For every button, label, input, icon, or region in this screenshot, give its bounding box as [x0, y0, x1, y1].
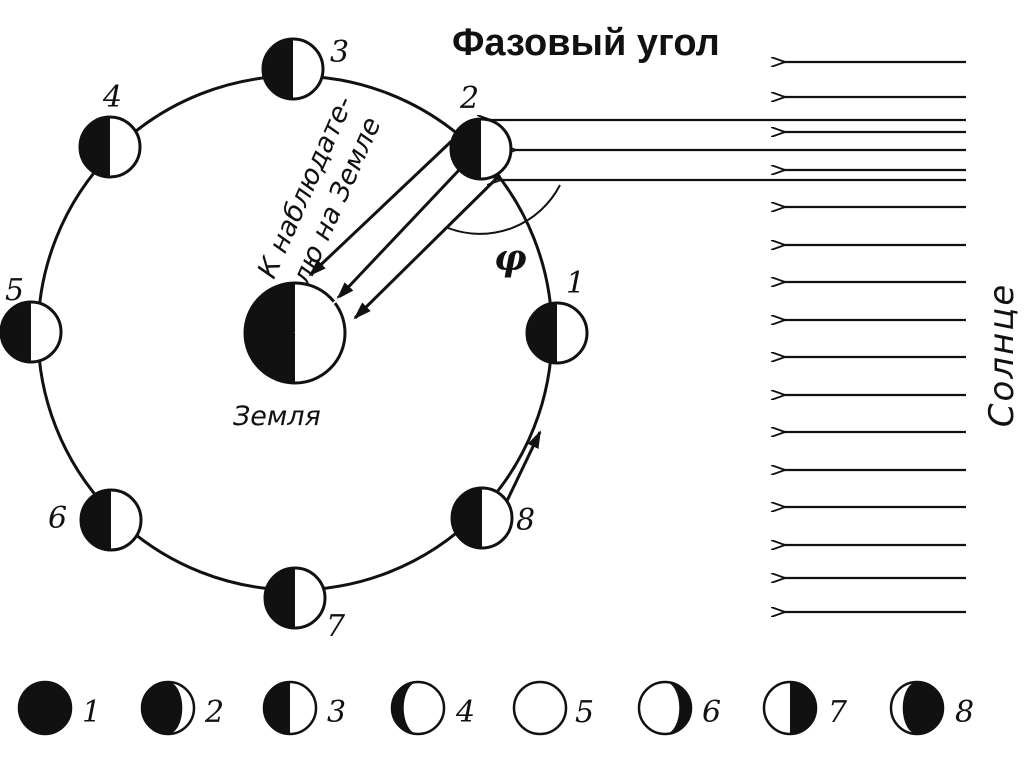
orbit-moon-8 — [450, 486, 514, 550]
phase-disc-8 — [889, 680, 945, 736]
phase-disc-5 — [512, 680, 568, 736]
phase-row — [17, 680, 945, 736]
orbit-moon-2 — [449, 117, 513, 181]
phase-disc-3 — [262, 680, 318, 736]
orbit-label-8: 8 — [516, 503, 535, 538]
orbit-label-7: 7 — [326, 609, 346, 644]
rays-to-moon-2 — [490, 120, 966, 180]
orbit-moon-4 — [78, 115, 142, 179]
sun-rays — [784, 62, 966, 612]
phase-disc-2 — [140, 680, 196, 736]
phase-disc-1 — [17, 680, 73, 736]
phase-label-6: 6 — [702, 695, 721, 730]
orbit-label-2: 2 — [459, 81, 479, 116]
phase-label-1: 1 — [82, 695, 101, 730]
orbit-labels: 1 2 3 4 5 6 7 8 — [5, 35, 585, 644]
orbit-label-5: 5 — [5, 273, 24, 308]
phase-label-3: 3 — [327, 695, 346, 730]
orbit-label-3: 3 — [330, 35, 349, 70]
title: Фазовый угол — [452, 22, 720, 64]
phase-disc-6 — [637, 680, 693, 736]
orbit-moon-5 — [0, 300, 63, 364]
earth — [243, 281, 347, 385]
phase-disc-7 — [762, 680, 818, 736]
orbit-direction-arrow — [503, 430, 542, 506]
phase-label-4: 4 — [455, 695, 475, 730]
phase-label-2: 2 — [204, 695, 224, 730]
rays-to-observer — [308, 133, 502, 320]
orbit-moon-7 — [263, 566, 327, 630]
phase-disc-4 — [390, 680, 446, 736]
phase-label-8: 8 — [955, 695, 974, 730]
orbit-moons — [0, 37, 589, 630]
phase-label-7: 7 — [828, 695, 848, 730]
sun-label: Солнце — [982, 283, 1022, 428]
orbit-moon-3 — [261, 37, 325, 101]
orbit-moon-6 — [79, 488, 143, 552]
orbit-label-4: 4 — [102, 80, 122, 115]
phase-angle-arc — [447, 184, 561, 235]
orbit-label-1: 1 — [566, 266, 585, 301]
orbit-label-6: 6 — [48, 501, 67, 536]
earth-label: Земля — [233, 401, 321, 432]
orbit-moon-1 — [525, 301, 589, 365]
phase-labels: 1 2 3 4 5 6 7 8 — [82, 695, 974, 730]
phase-angle-symbol: φ — [494, 237, 527, 279]
phase-label-5: 5 — [575, 695, 594, 730]
